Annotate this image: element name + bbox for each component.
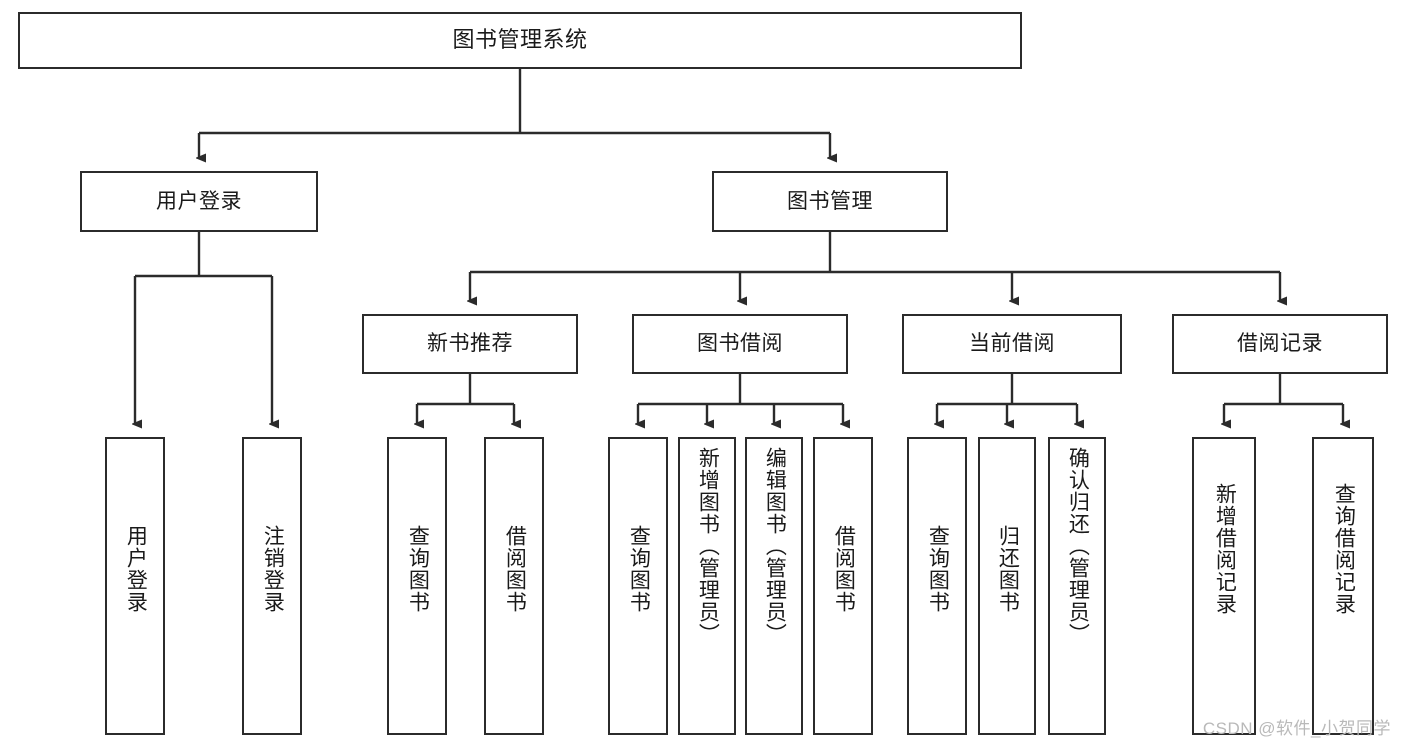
node-leaf-user-login[interactable]: 用户登录 [105, 437, 165, 735]
node-user-login-label: 用户登录 [156, 189, 242, 213]
node-new-book-recommend-label: 新书推荐 [427, 332, 513, 356]
node-root[interactable]: 图书管理系统 [18, 12, 1022, 69]
node-leaf-add-record[interactable]: 新增借阅记录 [1192, 437, 1256, 735]
node-leaf-query-book-1[interactable]: 查询图书 [387, 437, 447, 735]
node-leaf-query-book-2-label: 查询图书 [627, 525, 651, 613]
node-root-label: 图书管理系统 [452, 27, 588, 53]
node-book-manage[interactable]: 图书管理 [712, 171, 948, 232]
node-leaf-query-book-3[interactable]: 查询图书 [907, 437, 967, 735]
node-book-borrow-label: 图书借阅 [697, 332, 783, 356]
node-leaf-borrow-book-1-label: 借阅图书 [503, 525, 527, 613]
node-leaf-query-book-2[interactable]: 查询图书 [608, 437, 668, 735]
node-leaf-borrow-book-2-label: 借阅图书 [832, 525, 856, 613]
node-leaf-add-book[interactable]: 新增图书（管理员） [678, 437, 736, 735]
node-leaf-edit-book-label: 编辑图书（管理员） [763, 447, 787, 645]
node-leaf-add-record-label: 新增借阅记录 [1213, 483, 1237, 615]
node-book-borrow[interactable]: 图书借阅 [632, 314, 848, 374]
node-leaf-return-book[interactable]: 归还图书 [978, 437, 1036, 735]
node-leaf-user-logout[interactable]: 注销登录 [242, 437, 302, 735]
node-leaf-query-book-3-label: 查询图书 [926, 525, 950, 613]
node-leaf-add-book-label: 新增图书（管理员） [696, 447, 720, 645]
node-book-manage-label: 图书管理 [787, 189, 873, 213]
node-leaf-user-login-label: 用户登录 [124, 525, 148, 613]
node-current-borrow-label: 当前借阅 [969, 332, 1055, 356]
node-leaf-borrow-book-1[interactable]: 借阅图书 [484, 437, 544, 735]
node-borrow-record[interactable]: 借阅记录 [1172, 314, 1388, 374]
watermark-text: CSDN @软件_小贺同学 [1202, 719, 1391, 738]
node-leaf-query-record[interactable]: 查询借阅记录 [1312, 437, 1374, 735]
node-leaf-confirm-return-label: 确认归还（管理员） [1066, 447, 1090, 645]
node-user-login[interactable]: 用户登录 [80, 171, 318, 232]
node-leaf-return-book-label: 归还图书 [996, 525, 1020, 613]
node-leaf-query-book-1-label: 查询图书 [406, 525, 430, 613]
node-current-borrow[interactable]: 当前借阅 [902, 314, 1122, 374]
node-leaf-borrow-book-2[interactable]: 借阅图书 [813, 437, 873, 735]
node-borrow-record-label: 借阅记录 [1237, 332, 1323, 356]
node-new-book-recommend[interactable]: 新书推荐 [362, 314, 578, 374]
node-leaf-user-logout-label: 注销登录 [261, 525, 285, 613]
node-leaf-query-record-label: 查询借阅记录 [1332, 483, 1356, 615]
node-leaf-confirm-return[interactable]: 确认归还（管理员） [1048, 437, 1106, 735]
node-leaf-edit-book[interactable]: 编辑图书（管理员） [745, 437, 803, 735]
